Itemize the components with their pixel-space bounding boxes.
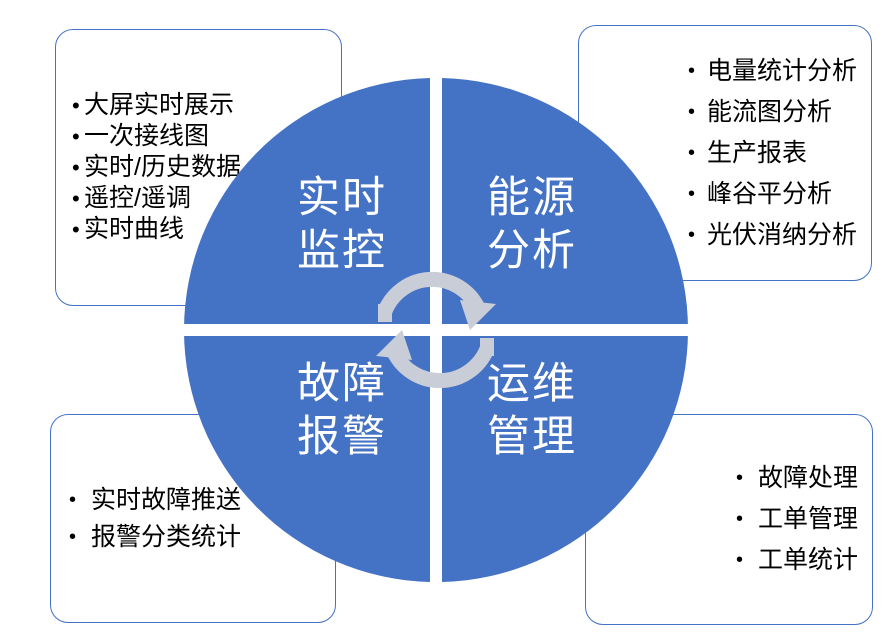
list-item: • 电量统计分析 — [688, 51, 857, 92]
list-item: • 实时/历史数据 — [72, 152, 331, 183]
bullet-icon: • — [687, 59, 695, 82]
bullet-icon: • — [735, 549, 743, 571]
list-item-label: 实时故障推送 — [91, 485, 242, 514]
list-item: • 峰谷平分析 — [688, 174, 857, 215]
list-item-label: 能流图分析 — [706, 97, 832, 126]
list-item-label: 实时/历史数据 — [84, 153, 241, 181]
feature-list-fault-alarm: • 实时故障推送 • 报警分类统计 — [69, 482, 325, 556]
bullet-icon: • — [687, 100, 695, 123]
quadrant-top-right-wedge — [442, 78, 688, 330]
list-item-label: 光伏消纳分析 — [706, 220, 857, 249]
list-item-label: 工单统计 — [757, 546, 858, 574]
list-item-label: 工单管理 — [757, 505, 858, 533]
bullet-icon: • — [69, 488, 77, 511]
bullet-icon: • — [735, 467, 743, 489]
feature-list-energy-analysis: • 电量统计分析 • 能流图分析 • 生产报表 • 峰谷平分析 • 光伏消纳分析 — [688, 51, 857, 256]
quadrant-top-left-wedge — [184, 78, 430, 330]
quadrant-bottom-left-wedge — [183, 330, 430, 582]
list-item: • 大屏实时展示 — [72, 90, 331, 121]
quadrant-bottom-right-wedge — [442, 330, 688, 582]
list-item: • 报警分类统计 — [69, 519, 274, 556]
list-item: • 实时曲线 — [72, 214, 331, 245]
bullet-icon: • — [72, 93, 80, 118]
bullet-icon: • — [735, 508, 743, 530]
quadrant-label-realtime-monitoring: 实时 监控 — [297, 174, 387, 275]
list-item: • 工单管理 — [736, 499, 858, 540]
list-item: • 故障处理 — [736, 458, 858, 499]
list-item: • 光伏消纳分析 — [688, 215, 857, 256]
bullet-icon: • — [72, 124, 80, 149]
bullet-icon: • — [72, 155, 80, 180]
bullet-icon: • — [72, 217, 80, 242]
list-item-label: 大屏实时展示 — [84, 91, 235, 119]
quadrant-label-fault-alarm: 故障 报警 — [297, 360, 387, 461]
feature-list-realtime-monitoring: • 大屏实时展示 • 一次接线图 • 实时/历史数据 • 遥控/遥调 • 实时曲… — [72, 90, 331, 245]
bullet-icon: • — [72, 186, 80, 211]
list-item-label: 报警分类统计 — [91, 522, 242, 551]
list-item-label: 生产报表 — [706, 138, 807, 167]
list-item: • 一次接线图 — [72, 121, 331, 152]
list-item: • 实时故障推送 — [69, 482, 274, 519]
list-item-label: 峰谷平分析 — [706, 179, 832, 208]
bullet-icon: • — [687, 223, 695, 246]
list-item-label: 一次接线图 — [84, 122, 210, 150]
list-item: • 遥控/遥调 — [72, 183, 331, 214]
horizontal-gap — [178, 324, 694, 336]
list-item-label: 实时曲线 — [84, 215, 185, 243]
bullet-icon: • — [69, 525, 77, 548]
quadrant-label-energy-analysis: 能源 分析 — [487, 174, 577, 275]
bullet-icon: • — [687, 141, 695, 164]
list-item: • 工单统计 — [736, 540, 858, 581]
quadrant-label-operations-management: 运维 管理 — [487, 360, 577, 461]
list-item-label: 电量统计分析 — [706, 56, 857, 85]
feature-list-operations-management: • 故障处理 • 工单管理 • 工单统计 — [736, 458, 858, 581]
circular-cycle-arrows-icon — [376, 271, 496, 389]
list-item-label: 故障处理 — [757, 464, 858, 492]
bullet-icon: • — [687, 182, 695, 205]
list-item-label: 遥控/遥调 — [84, 184, 191, 212]
list-item: • 能流图分析 — [688, 92, 857, 133]
list-item: • 生产报表 — [688, 133, 857, 174]
four-quadrant-wheel — [178, 72, 694, 588]
